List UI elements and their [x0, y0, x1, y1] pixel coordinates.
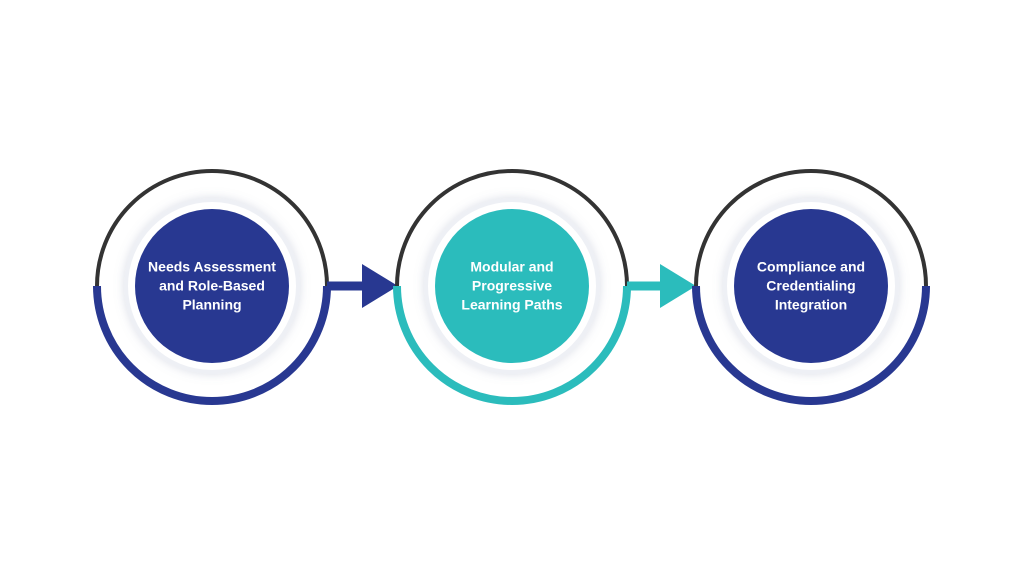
stage-2-top-arc [395, 169, 629, 287]
stage-2-core [435, 209, 589, 363]
stage-1-label: Needs Assessment and Role-Based Planning [148, 258, 276, 313]
stage-2 [393, 169, 631, 405]
stage-3-core [734, 209, 888, 363]
stage-3-bottom-arc [692, 285, 930, 405]
stage-3-label: Compliance and Credentialing Integration [756, 258, 866, 313]
arrow-right-icon [660, 264, 696, 308]
stage-1-bottom-arc [93, 285, 331, 405]
stage-1-core [135, 209, 289, 363]
stage-2-bottom-arc [393, 285, 631, 405]
stage-2-label: Modular and Progressive Learning Paths [461, 258, 563, 313]
stage-1 [93, 169, 331, 405]
stage-3 [692, 169, 930, 405]
stage-3-top-arc [694, 169, 928, 287]
connector-2 [627, 264, 696, 308]
stage-1-top-arc [95, 169, 329, 287]
connector-1 [327, 264, 398, 308]
arrow-right-icon [362, 264, 398, 308]
